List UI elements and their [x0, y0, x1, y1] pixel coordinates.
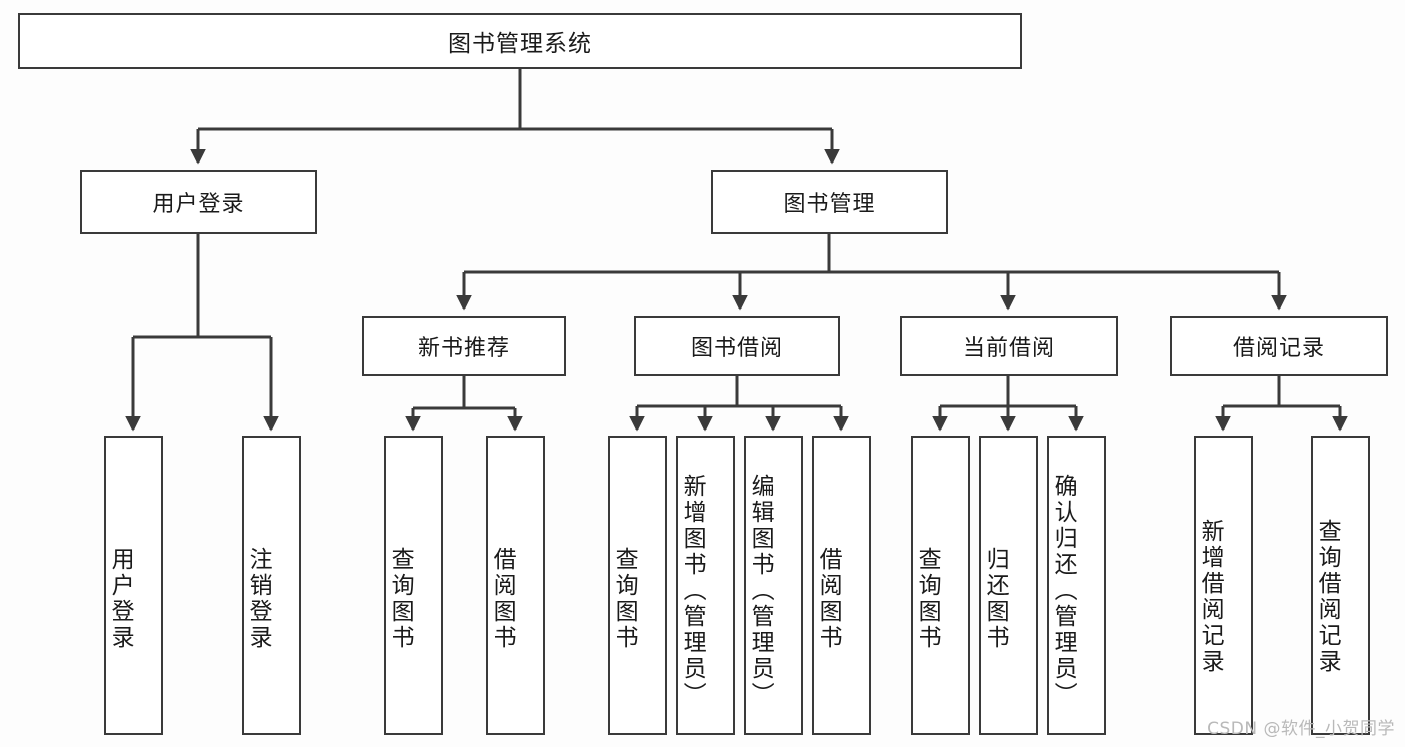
leaf-borrow-book-1-label: 借阅图书 [489, 546, 516, 651]
node-user-login-label: 用户登录 [152, 192, 245, 217]
node-current-borrow[interactable]: 当前借阅 [900, 316, 1118, 376]
leaf-query-book-3-label: 查询图书 [914, 546, 941, 651]
node-new-book-recommend[interactable]: 新书推荐 [362, 316, 566, 376]
leaf-query-book-3[interactable]: 查询图书 [911, 436, 970, 735]
leaf-logout-login[interactable]: 注销登录 [242, 436, 301, 735]
node-borrow-record[interactable]: 借阅记录 [1170, 316, 1388, 376]
node-borrow-record-label: 借阅记录 [1232, 336, 1325, 361]
node-book-manage[interactable]: 图书管理 [711, 170, 948, 234]
node-book-borrow[interactable]: 图书借阅 [634, 316, 840, 376]
leaf-query-record[interactable]: 查询借阅记录 [1311, 436, 1370, 735]
leaf-query-book-2-label: 查询图书 [611, 546, 638, 651]
leaf-query-book-2[interactable]: 查询图书 [608, 436, 667, 735]
leaf-add-record[interactable]: 新增借阅记录 [1194, 436, 1253, 735]
leaf-user-login[interactable]: 用户登录 [104, 436, 163, 735]
leaf-query-book-1-label: 查询图书 [387, 546, 414, 651]
leaf-query-book-1[interactable]: 查询图书 [384, 436, 443, 735]
node-new-book-recommend-label: 新书推荐 [417, 336, 510, 361]
leaf-logout-login-label: 注销登录 [245, 546, 272, 651]
leaf-add-book[interactable]: 新增图书（管理员） [676, 436, 735, 735]
node-book-manage-label: 图书管理 [783, 192, 876, 217]
node-root[interactable]: 图书管理系统 [18, 13, 1022, 69]
leaf-confirm-return-label: 确认归还（管理员） [1050, 473, 1077, 708]
node-current-borrow-label: 当前借阅 [962, 336, 1055, 361]
csdn-watermark: CSDN @软件_小贺同学 [1207, 719, 1395, 739]
leaf-confirm-return[interactable]: 确认归还（管理员） [1047, 436, 1106, 735]
leaf-borrow-book-2[interactable]: 借阅图书 [812, 436, 871, 735]
leaf-query-record-label: 查询借阅记录 [1314, 518, 1341, 675]
node-user-login[interactable]: 用户登录 [80, 170, 317, 234]
leaf-edit-book[interactable]: 编辑图书（管理员） [744, 436, 803, 735]
node-book-borrow-label: 图书借阅 [690, 336, 783, 361]
leaf-user-login-label: 用户登录 [107, 546, 134, 651]
leaf-edit-book-label: 编辑图书（管理员） [747, 473, 774, 708]
leaf-return-book-label: 归还图书 [982, 546, 1009, 651]
leaf-borrow-book-1[interactable]: 借阅图书 [486, 436, 545, 735]
leaf-add-record-label: 新增借阅记录 [1197, 518, 1224, 675]
node-root-label: 图书管理系统 [448, 31, 592, 57]
leaf-borrow-book-2-label: 借阅图书 [815, 546, 842, 651]
leaf-add-book-label: 新增图书（管理员） [679, 473, 706, 708]
leaf-return-book[interactable]: 归还图书 [979, 436, 1038, 735]
